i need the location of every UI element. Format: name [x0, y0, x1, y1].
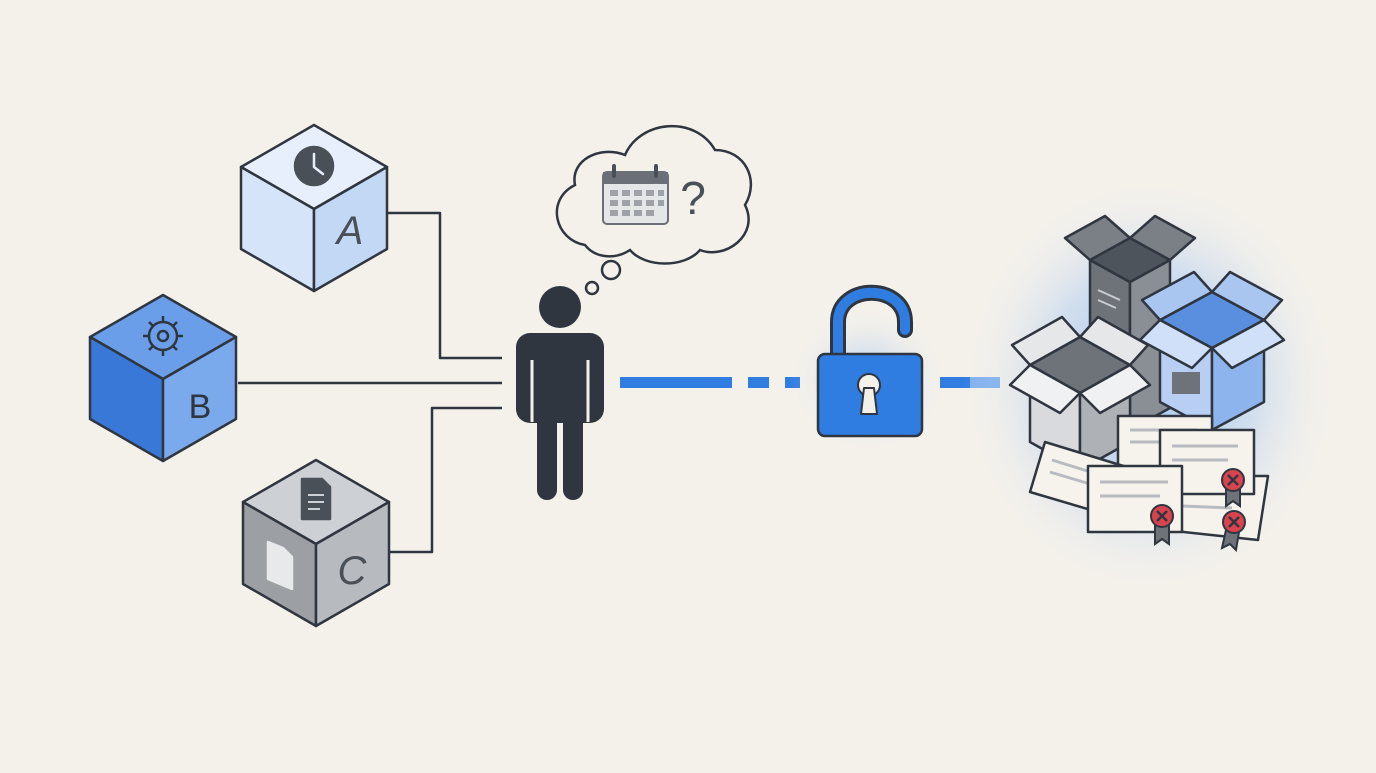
- rejected-badge-icon: [1150, 504, 1174, 546]
- person-figure: [516, 286, 604, 500]
- rejected-badge-icon: [1220, 510, 1246, 553]
- cube-b-letter: B: [189, 388, 212, 426]
- open-box-icon: [1008, 315, 1152, 472]
- document-face-icon: [266, 540, 294, 591]
- box-pile: [1008, 214, 1286, 472]
- person-arm-gaps: [530, 360, 590, 422]
- thought-dot-small: [584, 280, 600, 296]
- access-path-left: [620, 377, 800, 388]
- cube-connectors: [238, 211, 502, 554]
- rejected-badges: [1150, 468, 1246, 553]
- cube-b: B: [88, 293, 238, 463]
- rejected-badge-icon: [1221, 468, 1245, 508]
- connector-a: [388, 211, 502, 360]
- padlock-icon: [816, 284, 924, 438]
- gear-icon: [143, 316, 183, 356]
- clock-icon: [293, 145, 335, 187]
- cube-c: C: [241, 458, 391, 628]
- cube-a: A: [239, 123, 389, 293]
- thought-dot-large: [600, 259, 622, 281]
- connector-c: [388, 406, 502, 554]
- document-icon: [300, 477, 332, 521]
- open-box-icon: [1138, 270, 1286, 432]
- cube-c-letter: C: [338, 549, 368, 593]
- calendar-icon: [602, 164, 669, 225]
- cube-a-letter: A: [335, 209, 364, 253]
- question-mark: ?: [680, 172, 706, 224]
